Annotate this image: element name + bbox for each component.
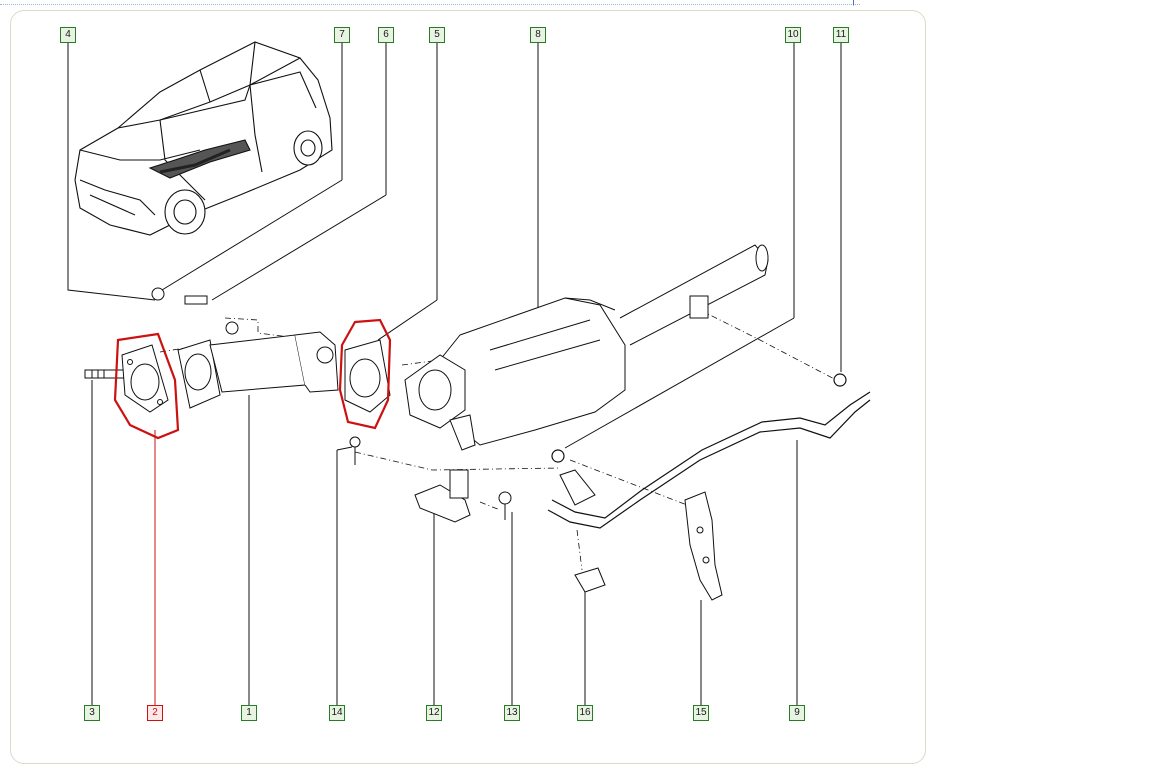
clip-16 bbox=[559, 469, 606, 593]
bolt-13 bbox=[498, 491, 512, 520]
car-illustration bbox=[74, 41, 333, 236]
part-label-7[interactable]: 7 bbox=[334, 27, 350, 43]
part-label-11[interactable]: 11 bbox=[833, 27, 849, 43]
part-label-14[interactable]: 14 bbox=[329, 705, 345, 721]
highlight-circle-2 bbox=[113, 332, 180, 440]
part-label-4[interactable]: 4 bbox=[60, 27, 76, 43]
gasket-5 bbox=[344, 339, 391, 413]
part-label-9[interactable]: 9 bbox=[789, 705, 805, 721]
part-label-5[interactable]: 5 bbox=[429, 27, 445, 43]
part-label-15[interactable]: 15 bbox=[693, 705, 709, 721]
pressure-pipe bbox=[547, 373, 871, 529]
part-label-12[interactable]: 12 bbox=[426, 705, 442, 721]
part-label-1[interactable]: 1 bbox=[241, 705, 257, 721]
top-mark: | bbox=[852, 0, 855, 6]
bracket-15 bbox=[684, 491, 723, 601]
part-label-6[interactable]: 6 bbox=[378, 27, 394, 43]
part-label-3[interactable]: 3 bbox=[84, 705, 100, 721]
gasket-2 bbox=[121, 344, 169, 413]
front-pipe bbox=[151, 287, 339, 409]
part-label-2[interactable]: 2 bbox=[147, 705, 163, 721]
part-label-8[interactable]: 8 bbox=[530, 27, 546, 43]
bracket-12 bbox=[414, 469, 471, 523]
part-label-10[interactable]: 10 bbox=[785, 27, 801, 43]
bolt-14 bbox=[349, 436, 361, 465]
top-divider bbox=[0, 0, 860, 5]
particle-filter bbox=[404, 244, 769, 451]
highlight-circle-5 bbox=[338, 318, 392, 430]
leader-lines bbox=[67, 42, 842, 705]
part-label-13[interactable]: 13 bbox=[504, 705, 520, 721]
part-label-16[interactable]: 16 bbox=[577, 705, 593, 721]
stud-part bbox=[84, 369, 126, 379]
